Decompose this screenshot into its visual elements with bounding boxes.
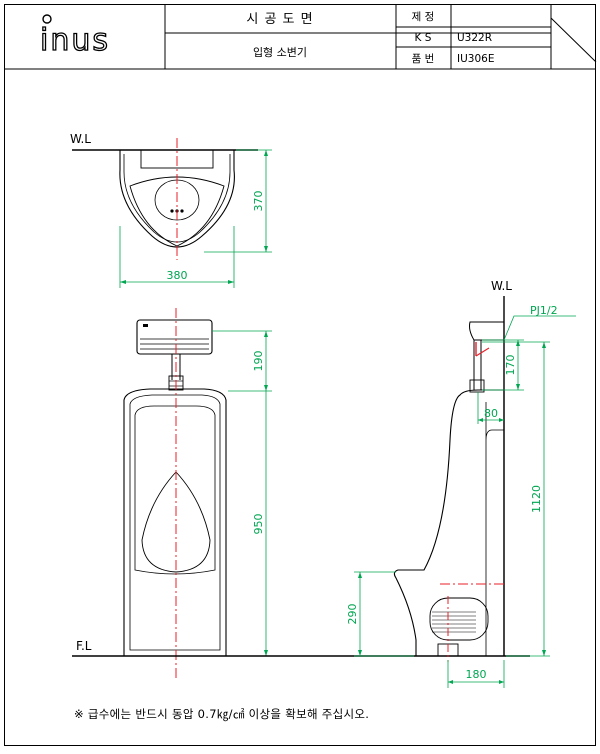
dim-side-valve-height: 170	[504, 355, 517, 376]
sheet-border	[4, 4, 596, 746]
label-ks: K S	[415, 32, 432, 44]
urinal-side-body	[393, 389, 505, 657]
dim-front-valve-height: 190	[252, 351, 265, 372]
title-block: 시 공 도 면 입형 소변기 제 정 K S 품 번 U322R IU306E	[4, 5, 597, 70]
dim-side-total-height: 1120	[530, 485, 543, 513]
dim-side-offset: 80	[484, 407, 498, 420]
value-pumbeon: IU306E	[457, 53, 494, 65]
label-jeje: 제 정	[412, 11, 435, 23]
dim-top-depth: 370	[252, 191, 265, 212]
floor-line-label: F.L	[76, 639, 92, 653]
top-view: W.L 370 380	[70, 132, 272, 288]
dim-side-drain-offset: 180	[466, 668, 487, 681]
value-ks: U322R	[457, 32, 492, 44]
flush-valve-box	[136, 319, 213, 355]
logo-text: inus	[40, 23, 110, 58]
dim-side-drain-height: 290	[346, 604, 359, 625]
side-view: W.L PJ1/2 170 80	[346, 279, 576, 688]
wall-line-label-top: W.L	[70, 132, 91, 146]
pipe-label: PJ1/2	[530, 304, 558, 317]
dim-front-body-height: 950	[252, 514, 265, 535]
front-view: 190 950	[123, 308, 272, 680]
urinal-front-body	[123, 388, 227, 657]
label-pumbeon: 품 번	[412, 53, 435, 65]
wall-line-label-side: W.L	[491, 279, 512, 293]
drawing-title: 시 공 도 면	[246, 12, 313, 27]
inus-logo: inus	[39, 14, 110, 59]
drawing-subtitle: 입형 소변기	[253, 46, 307, 59]
dim-top-width: 380	[167, 269, 188, 282]
installation-note: ※ 급수에는 반드시 동압 0.7㎏/㎠ 이상을 확보해 주십시오.	[74, 707, 370, 721]
